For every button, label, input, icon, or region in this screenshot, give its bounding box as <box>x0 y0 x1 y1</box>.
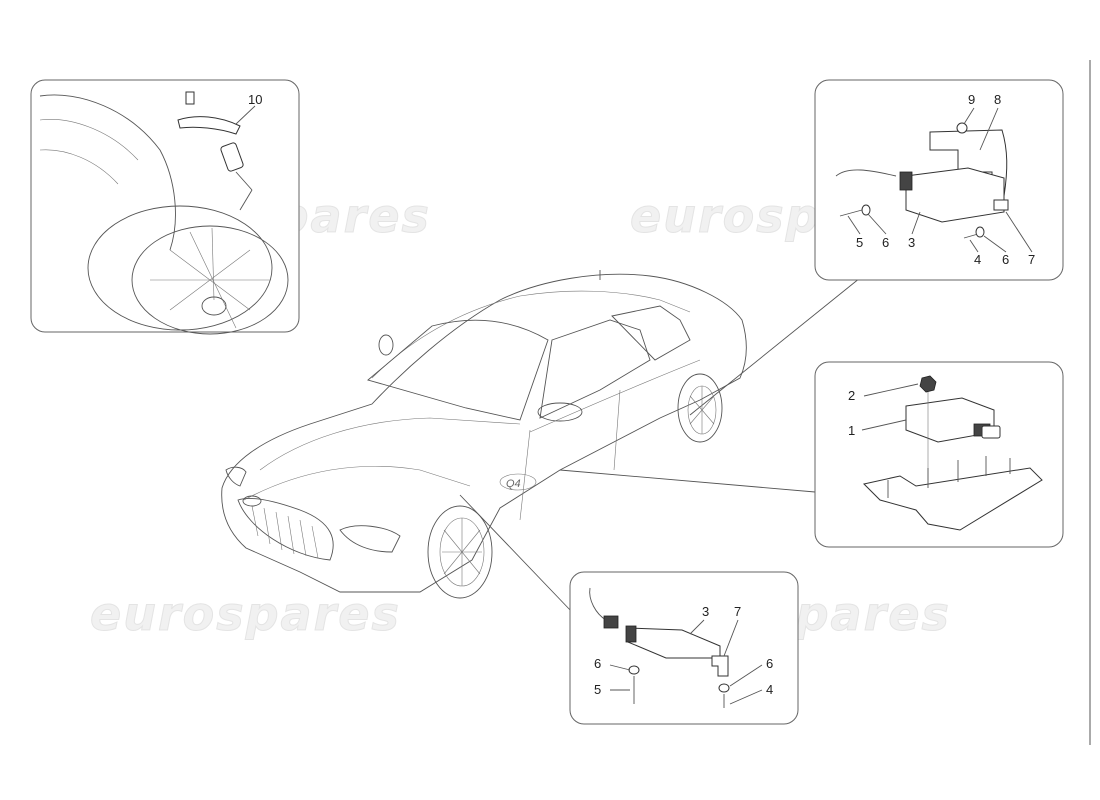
panel-border <box>30 79 300 333</box>
washer-6 <box>975 226 985 238</box>
callout-leaders <box>861 383 919 431</box>
callout-label-3: 3 <box>702 604 709 619</box>
callout-leaders <box>847 107 1033 253</box>
car-rear-wheel-tire <box>677 373 723 443</box>
screw-5 <box>839 209 863 217</box>
mounting-plate <box>863 467 1043 531</box>
callout-label-8: 8 <box>994 92 1001 107</box>
car-front-wheel-tire <box>427 505 493 599</box>
callout-label-7: 7 <box>1028 252 1035 267</box>
washer-6 <box>861 204 871 216</box>
car-front-logo <box>242 495 262 507</box>
car-front-wheel-spokes <box>442 518 482 586</box>
callout-label-4: 4 <box>766 682 773 697</box>
callout-label-6: 6 <box>766 656 773 671</box>
car-windshield <box>367 319 549 421</box>
detail-panel-control-unit: 2 1 <box>814 361 1064 548</box>
car-hood-crease <box>259 417 521 471</box>
detail-panel-tire-valve: 10 <box>30 79 300 335</box>
car-body-outline <box>221 273 747 593</box>
car-door-seam-front <box>519 429 531 521</box>
watermark-text: eurospares <box>90 587 401 641</box>
car-rear-side-window <box>611 305 691 361</box>
car-headlight-left <box>225 466 247 487</box>
antenna-cable <box>589 587 607 621</box>
callout-label-1: 1 <box>848 423 855 438</box>
callout-label-7: 7 <box>734 604 741 619</box>
leader-lines <box>459 277 861 613</box>
detail-panel-bracket-module: 9 8 5 6 3 4 6 7 <box>814 79 1064 281</box>
tire-tread-arc <box>39 149 119 185</box>
screw-4 <box>963 233 979 239</box>
car-grille <box>237 498 334 561</box>
car-illustration: Q4 <box>221 270 747 599</box>
callout-label-9: 9 <box>968 92 975 107</box>
car-mirror-left <box>378 334 394 356</box>
mounting-plate-studs <box>887 456 1011 498</box>
callout-label-2: 2 <box>848 388 855 403</box>
car-headlight-right <box>339 525 401 553</box>
leader-line-bracket-module <box>689 277 861 416</box>
wheel-rim-inner <box>131 225 289 335</box>
callout-leaders <box>609 619 763 705</box>
antenna-connector <box>603 615 619 629</box>
antenna-module-clip <box>993 199 1009 211</box>
callout-leader <box>235 105 256 125</box>
antenna-bracket <box>711 655 729 677</box>
car-mirror-right <box>537 402 583 422</box>
tire-valve-sensor <box>177 91 253 211</box>
callout-label-6: 6 <box>882 235 889 250</box>
wheel-spokes <box>150 227 270 329</box>
tire-tread-arc <box>39 119 139 161</box>
callout-label-3: 3 <box>908 235 915 250</box>
car-roof-line <box>371 290 691 379</box>
washer-6-left <box>628 665 640 675</box>
detail-panel-antenna: 3 7 6 6 5 4 <box>569 571 799 725</box>
antenna-module <box>905 167 1005 223</box>
car-side-badge: Q4 <box>506 478 521 490</box>
callout-label-10: 10 <box>248 92 262 107</box>
car-front-side-window <box>539 319 651 419</box>
antenna-module-cable <box>835 169 897 177</box>
callout-label-5: 5 <box>594 682 601 697</box>
callout-label-4: 4 <box>974 252 981 267</box>
nut-2 <box>919 375 937 393</box>
car-hood-front-edge <box>243 466 471 501</box>
washer-6-right <box>718 683 730 693</box>
car-side-badge-outline <box>499 473 537 491</box>
callout-label-6: 6 <box>594 656 601 671</box>
car-rear-wheel-spokes <box>689 386 715 434</box>
car-door-seam-rear <box>613 389 621 471</box>
control-unit-plug <box>981 425 1001 439</box>
antenna-module-connector <box>899 171 913 191</box>
callout-label-5: 5 <box>856 235 863 250</box>
tire-outer-arc <box>39 94 176 251</box>
antenna-end-cap <box>625 625 637 643</box>
nut-9 <box>956 122 968 134</box>
car-belt-line <box>529 359 701 433</box>
car-grille-bars <box>251 505 319 559</box>
callout-label-6: 6 <box>1002 252 1009 267</box>
leader-line-control-unit <box>559 469 816 493</box>
wheel-hub-logo <box>201 296 227 316</box>
